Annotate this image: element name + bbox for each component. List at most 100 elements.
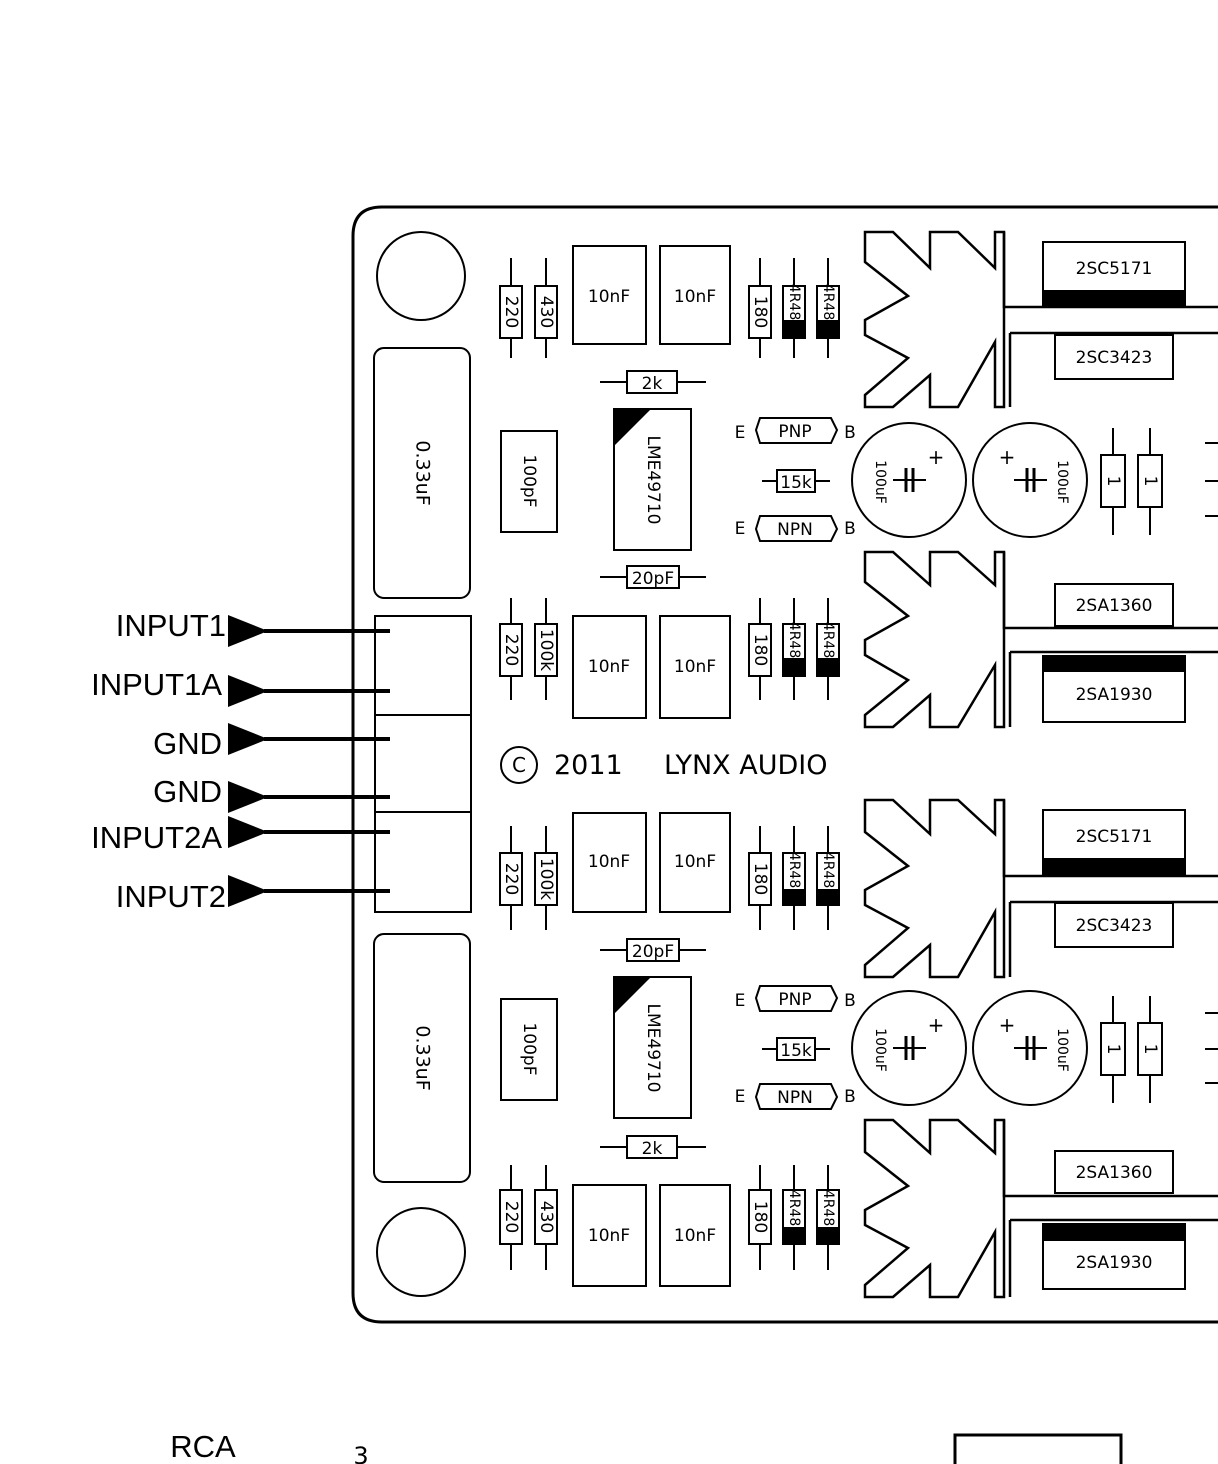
svg-text:B: B bbox=[844, 1087, 856, 1107]
capacitor-10nf-b2: 10nF bbox=[659, 615, 731, 719]
svg-text:180: 180 bbox=[750, 1201, 770, 1233]
resistor-180-b: 180 bbox=[748, 598, 772, 700]
svg-text:PNP: PNP bbox=[778, 422, 811, 442]
svg-text:4R48: 4R48 bbox=[786, 622, 802, 658]
svg-text:2SA1930: 2SA1930 bbox=[1076, 685, 1153, 705]
svg-text:10nF: 10nF bbox=[588, 657, 630, 677]
svg-text:1: 1 bbox=[1103, 1044, 1123, 1055]
svg-text:4R48: 4R48 bbox=[786, 284, 802, 320]
svg-text:0.33uF: 0.33uF bbox=[412, 1025, 434, 1090]
transistor-2sa1930-a: 2SA1930 bbox=[1042, 655, 1186, 723]
svg-text:LME49710: LME49710 bbox=[643, 436, 663, 525]
svg-text:180: 180 bbox=[750, 863, 770, 895]
transistor-npn-top: E NPN B bbox=[735, 515, 856, 542]
resistor-430-d: 430 bbox=[534, 1165, 558, 1270]
svg-text:C: C bbox=[512, 753, 526, 777]
svg-text:B: B bbox=[844, 519, 856, 539]
capacitor-20pf-bottom: 20pF bbox=[600, 938, 706, 962]
svg-text:INPUT2A: INPUT2A bbox=[91, 820, 222, 855]
svg-text:+: + bbox=[928, 445, 945, 469]
pin-number-label: 3 bbox=[353, 1442, 368, 1464]
svg-text:4R48: 4R48 bbox=[820, 852, 836, 888]
resistor-2k-top: 2k bbox=[600, 370, 706, 394]
resistor-4r48-c1: 4R48 bbox=[782, 826, 806, 930]
svg-text:E: E bbox=[735, 991, 746, 1011]
svg-text:1: 1 bbox=[1140, 476, 1160, 487]
svg-text:2SA1930: 2SA1930 bbox=[1076, 1253, 1153, 1273]
resistor-1-bottom-b: 1 bbox=[1137, 996, 1163, 1103]
svg-text:E: E bbox=[735, 519, 746, 539]
svg-text:430: 430 bbox=[536, 296, 556, 328]
opamp-lme49710-bottom: LME49710 bbox=[613, 976, 692, 1119]
capacitor-10nf-d1: 10nF bbox=[572, 1184, 647, 1287]
svg-text:+: + bbox=[999, 1013, 1016, 1037]
svg-text:2k: 2k bbox=[642, 374, 663, 394]
heatsink-bottom-lower bbox=[863, 1118, 1218, 1299]
resistor-4r48-d1: 4R48 bbox=[782, 1165, 806, 1270]
svg-text:1: 1 bbox=[1103, 476, 1123, 487]
film-capacitor-bottom: 0.33uF bbox=[373, 933, 471, 1183]
svg-text:220: 220 bbox=[501, 1201, 521, 1233]
input-pin-1a: INPUT1A bbox=[91, 667, 390, 707]
svg-text:2SC3423: 2SC3423 bbox=[1076, 916, 1153, 936]
svg-text:4R48: 4R48 bbox=[820, 1190, 836, 1226]
transistor-pnp-top: E PNP B bbox=[735, 417, 856, 444]
resistor-4r48-b2: 4R48 bbox=[816, 598, 840, 700]
resistor-4r48-a1: 4R48 bbox=[782, 258, 806, 358]
svg-text:B: B bbox=[844, 423, 856, 443]
mounting-hole-top bbox=[376, 231, 466, 321]
transistor-2sa1930-b: 2SA1930 bbox=[1042, 1223, 1186, 1290]
transistor-2sc3423-a: 2SC3423 bbox=[1054, 334, 1174, 380]
resistor-15k-bottom: 15k bbox=[762, 1037, 830, 1061]
svg-text:10nF: 10nF bbox=[674, 287, 716, 307]
input-pin-gnd-2: GND bbox=[153, 774, 390, 813]
resistor-180-c: 180 bbox=[748, 826, 772, 930]
svg-text:100uF: 100uF bbox=[872, 460, 888, 504]
svg-text:15k: 15k bbox=[780, 473, 812, 493]
resistor-1-top-b: 1 bbox=[1137, 428, 1163, 535]
resistor-1-bottom-a: 1 bbox=[1100, 996, 1126, 1103]
resistor-430-a: 430 bbox=[534, 258, 558, 358]
resistor-1-top-a: 1 bbox=[1100, 428, 1126, 535]
svg-text:180: 180 bbox=[750, 634, 770, 666]
svg-text:20pF: 20pF bbox=[632, 942, 674, 962]
svg-text:LYNX AUDIO: LYNX AUDIO bbox=[664, 750, 827, 781]
svg-text:GND: GND bbox=[153, 774, 222, 809]
svg-text:220: 220 bbox=[501, 634, 521, 666]
resistor-2k-bottom: 2k bbox=[600, 1135, 706, 1159]
input-pin-1: INPUT1 bbox=[116, 608, 390, 647]
film-capacitor-top: 0.33uF bbox=[373, 347, 471, 599]
svg-text:INPUT1A: INPUT1A bbox=[91, 667, 222, 702]
svg-text:10nF: 10nF bbox=[674, 657, 716, 677]
svg-text:2011: 2011 bbox=[554, 750, 623, 781]
svg-text:PNP: PNP bbox=[778, 990, 811, 1010]
svg-text:+: + bbox=[999, 445, 1016, 469]
svg-text:100k: 100k bbox=[536, 629, 556, 671]
capacitor-10nf-c2: 10nF bbox=[659, 812, 731, 913]
transistor-pnp-bottom: E PNP B bbox=[735, 985, 856, 1012]
copyright-line: C 2011 LYNX AUDIO bbox=[500, 746, 827, 784]
svg-text:2k: 2k bbox=[642, 1139, 663, 1159]
capacitor-20pf-top: 20pF bbox=[600, 565, 706, 589]
svg-text:2SA1360: 2SA1360 bbox=[1076, 1163, 1153, 1183]
svg-text:100uF: 100uF bbox=[1054, 1028, 1070, 1072]
svg-text:220: 220 bbox=[501, 863, 521, 895]
input-pin-2a: INPUT2A bbox=[91, 816, 390, 855]
resistor-100k-c: 100k bbox=[534, 826, 558, 930]
svg-text:10nF: 10nF bbox=[588, 287, 630, 307]
capacitor-10nf-a1: 10nF bbox=[572, 245, 647, 345]
capacitor-10nf-d2: 10nF bbox=[659, 1184, 731, 1287]
svg-text:1: 1 bbox=[1140, 1044, 1160, 1055]
svg-text:180: 180 bbox=[750, 296, 770, 328]
svg-text:100uF: 100uF bbox=[1054, 460, 1070, 504]
svg-text:INPUT2: INPUT2 bbox=[116, 879, 226, 914]
svg-text:100uF: 100uF bbox=[872, 1028, 888, 1072]
transistor-2sa1360-a: 2SA1360 bbox=[1054, 583, 1174, 627]
svg-text:100pF: 100pF bbox=[519, 1022, 539, 1075]
mounting-hole-bottom bbox=[376, 1207, 466, 1297]
electrolytic-capacitor-bottom-left: + 100uF bbox=[851, 990, 967, 1106]
resistor-4r48-c2: 4R48 bbox=[816, 826, 840, 930]
svg-text:E: E bbox=[735, 1087, 746, 1107]
electrolytic-capacitor-bottom-right: + 100uF bbox=[972, 990, 1088, 1106]
